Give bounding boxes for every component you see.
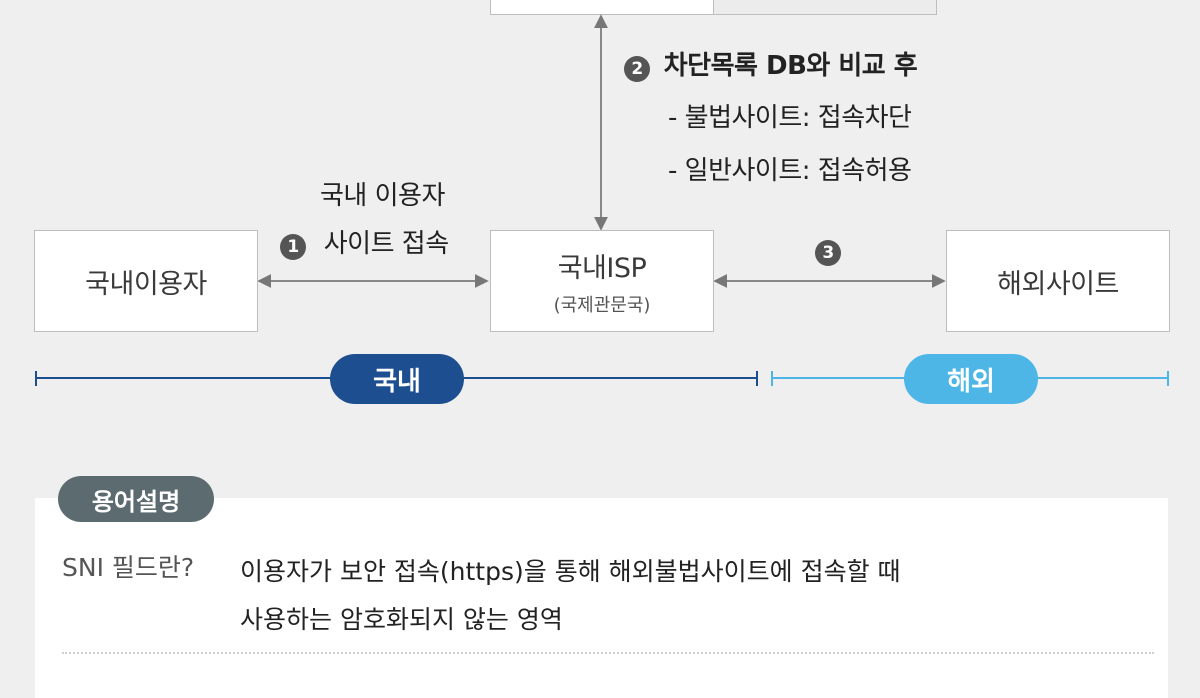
node-domestic-user-label: 국내이용자 — [85, 268, 207, 300]
step1-line1: 국내 이용자 — [320, 181, 445, 211]
step2-item-normal: - 일반사이트: 접속허용 — [668, 156, 912, 186]
node-isp-sublabel: (국제관문국) — [553, 294, 651, 316]
node-domestic-isp: 국내ISP (국제관문국) — [490, 230, 714, 332]
node-isp-label: 국내ISP — [557, 252, 647, 284]
node-overseas-label: 해외사이트 — [997, 268, 1119, 300]
step2-item-illegal: - 불법사이트: 접속차단 — [668, 103, 912, 133]
step3-number: 3 — [815, 240, 841, 267]
region-domestic-pill: 국내 — [330, 354, 464, 404]
node-overseas-site: 해외사이트 — [946, 230, 1170, 332]
step2-title: 차단목록 DB와 비교 후 — [663, 51, 918, 81]
step1-line2: 사이트 접속 — [323, 229, 449, 259]
node-domestic-user: 국내이용자 — [34, 230, 258, 332]
glossary-panel — [35, 498, 1168, 698]
step2-label: 2 차단목록 DB와 비교 후 — [624, 50, 918, 84]
region-overseas-pill: 해외 — [904, 354, 1038, 404]
step1-number: 1 — [280, 234, 306, 261]
glossary-term: SNI 필드란? — [62, 553, 195, 582]
glossary-line2: 사용하는 암호화되지 않는 영역 — [240, 605, 563, 634]
glossary-tag: 용어설명 — [58, 476, 214, 522]
glossary-divider — [62, 652, 1154, 654]
step2-number: 2 — [624, 56, 650, 83]
step1-line2-row: 1 사이트 접속 — [280, 228, 449, 262]
glossary-line1: 이용자가 보안 접속(https)을 통해 해외불법사이트에 접속할 때 — [240, 557, 901, 586]
step3-label: 3 — [815, 234, 841, 268]
db-box-right — [713, 0, 937, 15]
glossary-definition: 이용자가 보안 접속(https)을 통해 해외불법사이트에 접속할 때 사용하… — [240, 548, 901, 644]
